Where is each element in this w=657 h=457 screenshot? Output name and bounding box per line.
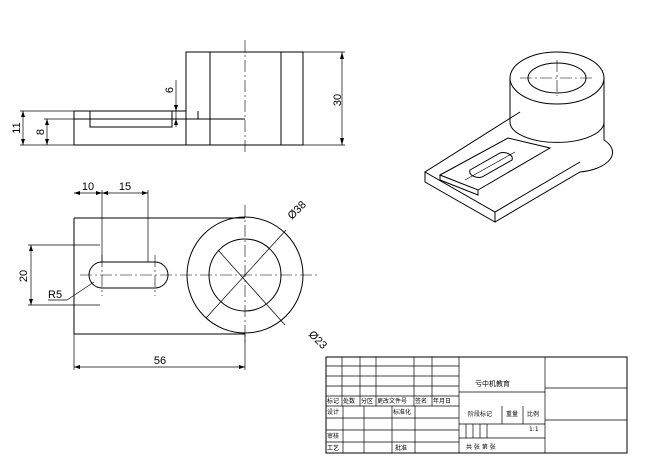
tb-scale: 比例 — [527, 410, 539, 418]
tb-col-3: 更改文件号 — [377, 397, 407, 405]
tb-col-5: 年月日 — [433, 397, 451, 405]
dim-15: 15 — [119, 181, 131, 193]
dim-r5: R5 — [48, 289, 62, 301]
dim-6: 6 — [164, 87, 176, 93]
dim-11: 11 — [11, 122, 23, 133]
tb-company: 亏中机教育 — [475, 379, 510, 388]
tb-standardize: 标准化 — [393, 408, 411, 416]
tb-design: 设计 — [327, 408, 339, 416]
dim-30: 30 — [332, 94, 344, 106]
tb-approve: 批准 — [395, 444, 407, 452]
top-dimensions: 10 15 20 R5 56 Ø38 Ø23 — [18, 181, 329, 370]
front-view — [73, 40, 304, 155]
isometric-view — [424, 51, 614, 223]
front-dimensions: 30 11 8 6 — [11, 51, 345, 146]
tb-col-1: 处数 — [343, 397, 355, 405]
tb-review: 审核 — [327, 432, 339, 440]
dim-dia-38: Ø38 — [286, 199, 309, 222]
dim-8: 8 — [35, 129, 47, 135]
dim-10: 10 — [82, 181, 94, 193]
tb-col-2: 分区 — [361, 397, 373, 405]
dim-dia-23: Ø23 — [306, 329, 329, 352]
top-view — [73, 205, 320, 345]
tb-stage-mark: 阶段标记 — [468, 410, 492, 418]
title-block: 亏中机教育 标记 处数 分区 更改文件号 签名 年月日 设计 标准化 阶段标记 … — [325, 356, 628, 454]
dim-56: 56 — [154, 355, 166, 367]
tb-col-4: 签名 — [415, 397, 427, 405]
dim-20: 20 — [18, 270, 30, 282]
tb-sheets: 共 张 第 张 — [466, 443, 496, 451]
tb-weight: 重量 — [506, 410, 518, 418]
tb-col-0: 标记 — [327, 397, 339, 405]
tb-scale-value: 1:1 — [529, 426, 539, 433]
tb-process: 工艺 — [327, 444, 339, 452]
